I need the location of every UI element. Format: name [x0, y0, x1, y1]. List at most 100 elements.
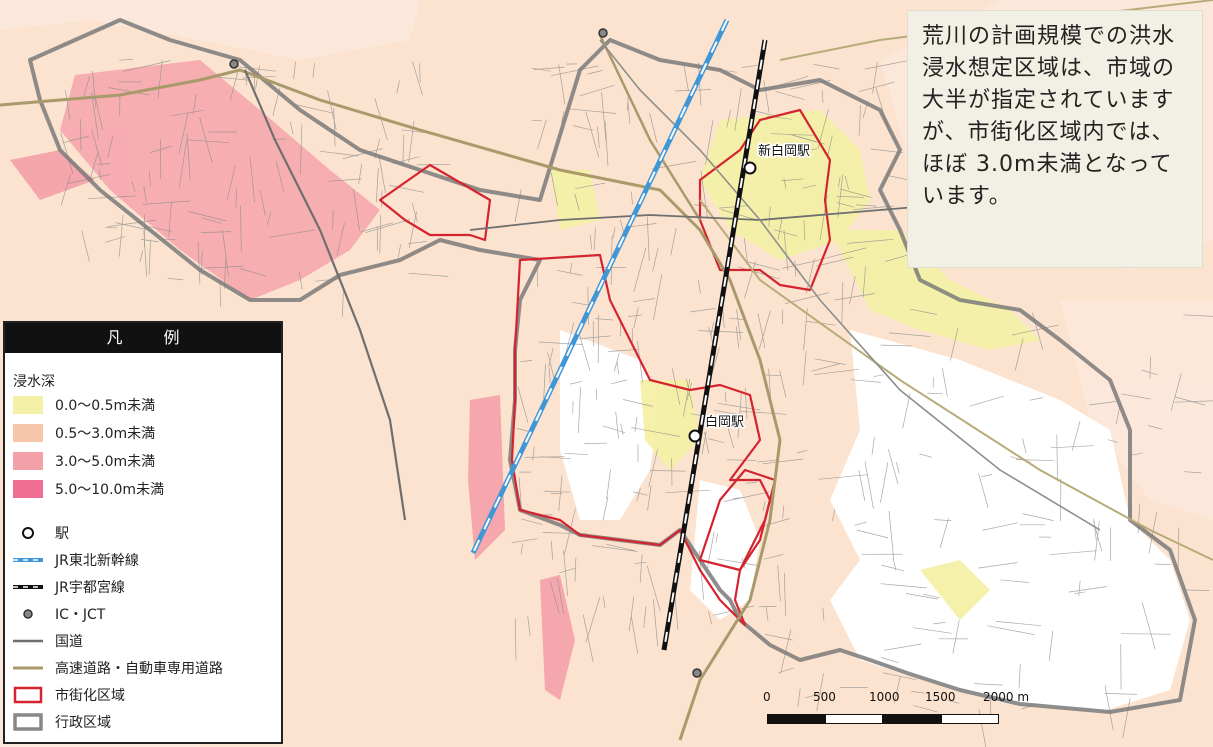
road-segment: [511, 538, 538, 544]
road-segment: [521, 518, 543, 525]
station-markers: [688, 161, 757, 443]
road-segment: [295, 104, 334, 114]
road-segment: [408, 272, 449, 277]
road-segment: [757, 459, 780, 463]
road-segment: [148, 239, 151, 275]
road-segment: [781, 178, 804, 182]
road-segment: [229, 71, 239, 101]
road-segment: [575, 182, 606, 190]
road-segment: [850, 379, 882, 383]
road-segment: [140, 239, 159, 243]
road-segment: [1078, 580, 1081, 597]
road-segment: [743, 238, 748, 263]
road-segment: [558, 475, 563, 512]
road-segment: [704, 432, 710, 454]
road-segment: [802, 351, 807, 386]
road-segment: [536, 266, 539, 287]
road-segment: [568, 108, 616, 114]
road-segment: [199, 117, 213, 163]
road-segment: [604, 120, 609, 167]
road-segment: [652, 247, 659, 272]
road-segment: [532, 446, 535, 461]
road-segment: [628, 596, 635, 632]
road-segment: [783, 229, 789, 271]
road-segment: [92, 70, 97, 109]
legend-symbol-label: 高速道路・自動車専用道路: [55, 661, 223, 677]
non-flood-area: [560, 330, 1190, 712]
urbanization-area-icon: [13, 686, 43, 704]
road-segment: [813, 63, 840, 70]
legend-depth-item: 3.0～5.0m未満: [13, 451, 155, 471]
road-segment: [952, 620, 960, 654]
road-segment: [558, 64, 566, 105]
road-segment: [332, 210, 334, 230]
administrative-area-icon: [13, 713, 43, 731]
expressway-icon: [13, 659, 43, 677]
depth-swatch: [13, 396, 43, 414]
road-segment: [774, 229, 798, 237]
road-segment: [353, 189, 361, 232]
road-segment: [987, 625, 1036, 636]
road-segment: [718, 205, 748, 209]
road-segment: [1089, 401, 1117, 406]
interchange-icon: [13, 605, 43, 623]
legend-depth-label: 0.0～0.5m未満: [55, 398, 156, 414]
road-segment: [1185, 589, 1210, 591]
road-segment: [633, 247, 647, 292]
road-segment: [818, 474, 868, 480]
road-segment: [981, 474, 993, 477]
road-segment: [826, 135, 833, 159]
road-segment: [974, 683, 1003, 686]
road-segment: [934, 519, 952, 521]
road-segment: [143, 230, 147, 277]
road-segment: [64, 89, 71, 120]
road-segment: [723, 491, 770, 502]
road-segment: [187, 211, 227, 222]
road-segment: [744, 260, 756, 299]
road-segment: [336, 222, 345, 256]
road-segment: [556, 269, 583, 276]
road-segment: [726, 459, 757, 461]
road-segment: [199, 265, 244, 269]
road-segment: [376, 225, 379, 251]
road-segment: [982, 522, 1018, 531]
road-segment: [803, 220, 806, 241]
road-segment: [757, 313, 766, 349]
road-segment: [762, 501, 766, 512]
scale-segment-2: [825, 714, 883, 724]
shinkansen-line-icon: [13, 551, 43, 569]
road-network: [60, 59, 1213, 747]
road-segment: [585, 597, 601, 643]
road-segment: [157, 59, 163, 99]
road-segment: [1022, 513, 1054, 521]
road-segment: [1071, 421, 1081, 451]
road-segment: [623, 399, 653, 407]
road-segment: [913, 705, 938, 713]
depth-swatch: [13, 452, 43, 470]
road-segment: [707, 438, 724, 444]
road-segment: [249, 156, 255, 203]
road-segment: [782, 259, 819, 269]
road-segment: [941, 367, 948, 397]
road-segment: [240, 205, 242, 252]
road-segment: [768, 206, 771, 227]
road-segment: [178, 140, 187, 188]
road-segment: [880, 657, 899, 664]
road-segment: [742, 64, 758, 68]
utsunomiya-line-icon: [13, 578, 43, 596]
road-segment: [670, 228, 677, 256]
road-segment: [745, 482, 757, 484]
road-segment: [239, 268, 267, 277]
road-segment: [606, 544, 636, 552]
road-segment: [871, 437, 875, 455]
road-segment: [653, 599, 659, 647]
road-segment: [397, 244, 401, 258]
road-segment: [200, 231, 232, 233]
info-text: 荒川の計画規模での洪水浸水想定区域は、市域の大半が指定されていますが、市街化区域…: [922, 24, 1176, 209]
scale-tick-500: 500: [813, 690, 836, 704]
expressway-line: [0, 68, 782, 741]
info-box: 荒川の計画規模での洪水浸水想定区域は、市域の大半が指定されていますが、市街化区域…: [907, 10, 1203, 268]
road-segment: [969, 395, 1004, 407]
road-segment: [834, 293, 875, 301]
road-segment: [616, 361, 619, 375]
